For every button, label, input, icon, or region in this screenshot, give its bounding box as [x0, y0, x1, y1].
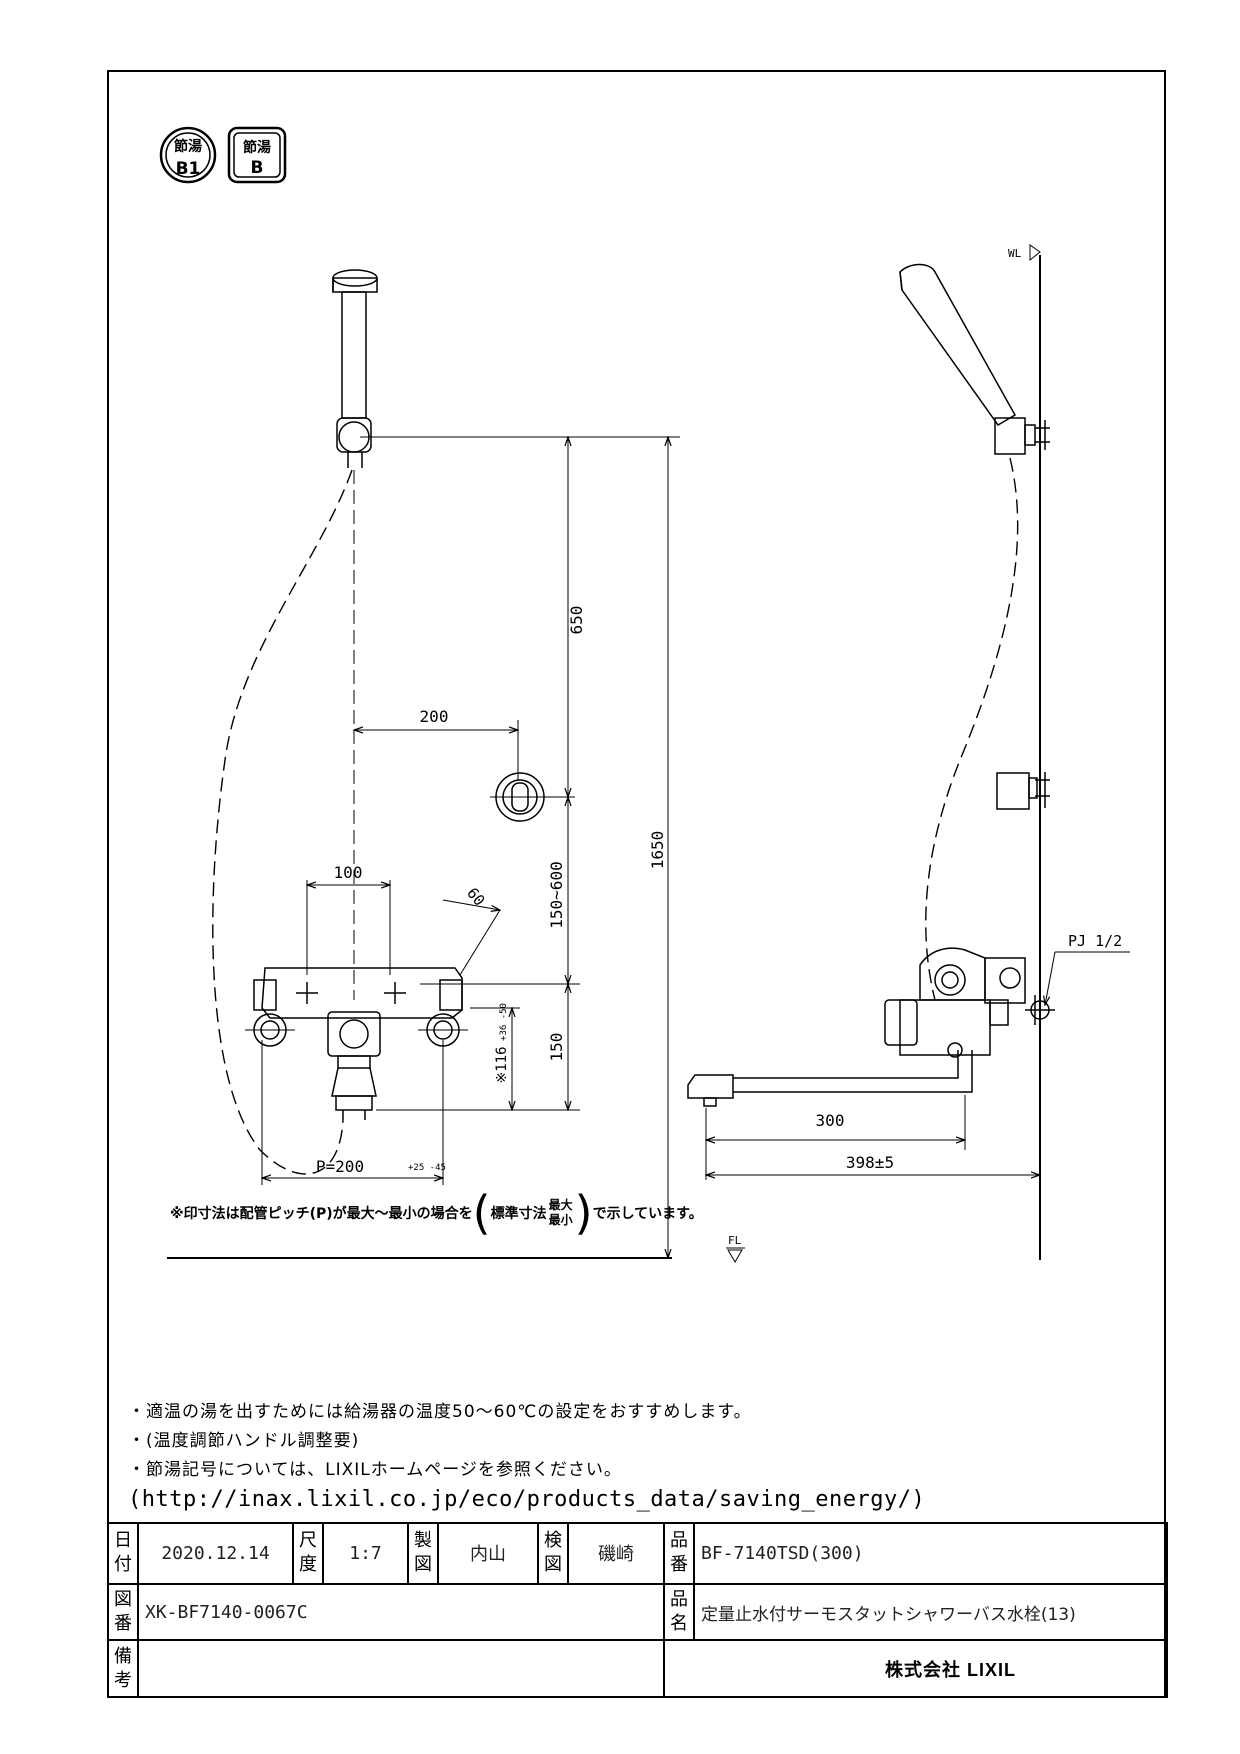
drawn-label: 製図: [407, 1522, 439, 1585]
badge-b-top: 節湯: [243, 139, 271, 156]
badge-b1-top: 節湯: [174, 138, 202, 155]
caption-std: 標準寸法: [490, 1206, 547, 1222]
mixer-body-front: [245, 967, 468, 1120]
scale-value: 1:7: [322, 1522, 409, 1585]
product-no-value: BF-7140TSD(300): [693, 1522, 1168, 1585]
checked-value: 磯崎: [567, 1522, 665, 1585]
drawing-no-value: XK-BF7140-0067C: [137, 1582, 665, 1642]
dim-116-tolerance: +36 -50: [499, 1003, 509, 1041]
title-block: 日付 2020.12.14 尺度 1:7 製図 内山 検図 磯崎 品番 BF-7…: [107, 1522, 1168, 1698]
badge-b1: 節湯 B1: [159, 126, 217, 184]
dim-150-600: 150~600: [547, 861, 566, 928]
dim-300: 300: [816, 1111, 845, 1130]
dim-pitch: P=200: [316, 1157, 364, 1176]
slide-bar-holder-front: [490, 772, 575, 822]
scale-label: 尺度: [292, 1522, 324, 1585]
caption-suffix: で示しています。: [592, 1206, 703, 1222]
slide-bar-holder-side: [996, 772, 1050, 810]
drawing-frame: [107, 70, 1166, 1698]
dim-1650: 1650: [648, 831, 667, 870]
label-wl: WL: [1008, 247, 1022, 260]
side-view: [687, 255, 1055, 1260]
caption-min: 最小: [548, 1213, 573, 1227]
dim-60: 60: [463, 884, 488, 909]
drawing-no-label: 図番: [107, 1582, 139, 1642]
side-dimensions: [706, 244, 1130, 1263]
shower-head-front: [332, 269, 378, 468]
note-handle: ・(温度調節ハンドル調整要): [128, 1431, 360, 1451]
badge-b1-bottom: B1: [176, 159, 201, 179]
dim-100: 100: [334, 863, 363, 882]
label-pj: PJ 1/2: [1068, 932, 1122, 950]
note-saving: ・節湯記号については、LIXILホームページを参照ください。: [128, 1460, 622, 1480]
notes: ・適温の湯を出すためには給湯器の温度50～60℃の設定をおすすめします。 ・(温…: [128, 1398, 925, 1514]
product-no-label: 品番: [663, 1522, 695, 1585]
front-dimensions: [167, 437, 680, 1259]
badge-b-bottom: B: [251, 158, 264, 178]
mixer-body-side: [884, 947, 1055, 1058]
product-name-value: 定量止水付サーモスタットシャワーバス水栓(13): [693, 1582, 1168, 1642]
date-label: 日付: [107, 1522, 139, 1585]
remarks-label: 備考: [107, 1639, 139, 1698]
company-logo: 株式会社 LIXIL: [663, 1639, 1168, 1698]
badge-b: 節湯 B: [227, 126, 287, 184]
pitch-caption: ※印寸法は配管ピッチ(P)が最大～最小の場合を ( 標準寸法 最大 最小 ) で…: [170, 1186, 703, 1240]
front-view: [212, 269, 575, 1175]
checked-label: 検図: [537, 1522, 569, 1585]
product-name-label: 品名: [663, 1582, 695, 1642]
caption-prefix: ※印寸法は配管ピッチ(P)が最大～最小の場合を: [170, 1206, 473, 1222]
note-url: (http://inax.lixil.co.jp/eco/products_da…: [128, 1487, 926, 1512]
label-fl: FL: [728, 1234, 742, 1247]
dim-116: ※116: [494, 1046, 510, 1083]
dim-398: 398±5: [846, 1153, 894, 1172]
spout-side: [687, 1050, 973, 1107]
dim-150: 150: [547, 1033, 566, 1062]
dim-200: 200: [420, 707, 449, 726]
caption-max: 最大: [548, 1198, 573, 1212]
dim-pitch-tolerance: +25 -45: [408, 1163, 446, 1173]
remarks-value: [137, 1639, 665, 1698]
dim-650: 650: [567, 606, 586, 635]
shower-head-side: [899, 263, 1050, 455]
drawn-value: 内山: [437, 1522, 539, 1585]
note-temperature: ・適温の湯を出すためには給湯器の温度50～60℃の設定をおすすめします。: [128, 1402, 752, 1422]
date-value: 2020.12.14: [137, 1522, 294, 1585]
